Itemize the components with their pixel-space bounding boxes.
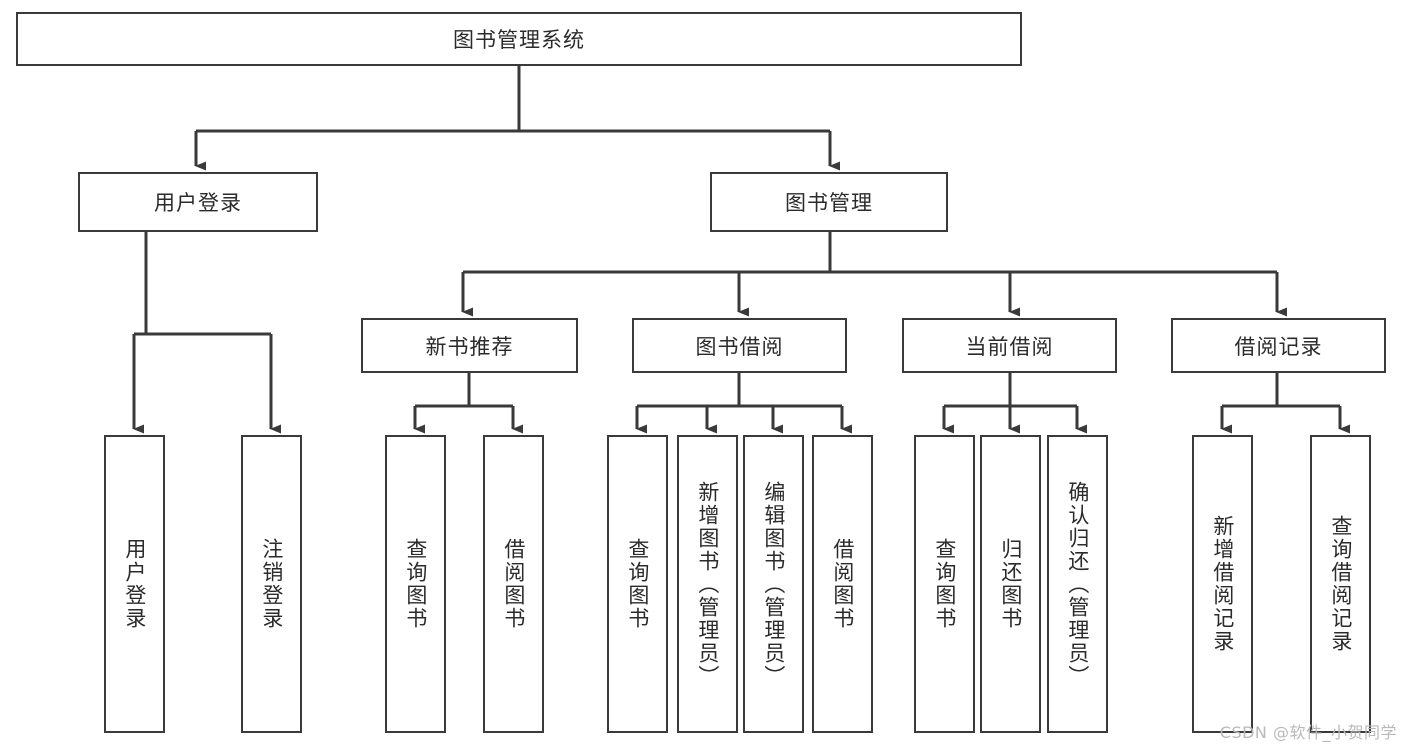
node-leaf-query-book-2-label: 查询图书 <box>625 538 650 630</box>
node-leaf-edit-book-label: 编辑图书（管理员） <box>761 480 786 688</box>
node-borrow-record-label: 借阅记录 <box>1234 334 1323 359</box>
node-leaf-query-book-2[interactable]: 查询图书 <box>607 435 668 733</box>
node-book-manage[interactable]: 图书管理 <box>710 172 948 232</box>
node-leaf-user-login[interactable]: 用户登录 <box>104 435 165 733</box>
node-leaf-query-book-3-label: 查询图书 <box>932 538 957 630</box>
node-leaf-borrow-book-2[interactable]: 借阅图书 <box>812 435 873 733</box>
node-book-borrow-label: 图书借阅 <box>695 334 784 359</box>
watermark: CSDN @软件_小贺同学 <box>1219 723 1397 742</box>
node-user-login-label: 用户登录 <box>154 191 242 215</box>
node-leaf-query-record[interactable]: 查询借阅记录 <box>1310 435 1371 733</box>
node-book-manage-label: 图书管理 <box>785 191 873 215</box>
node-leaf-add-book[interactable]: 新增图书（管理员） <box>677 435 738 733</box>
node-leaf-query-record-label: 查询借阅记录 <box>1328 515 1353 653</box>
node-leaf-return-book-label: 归还图书 <box>998 538 1023 630</box>
node-leaf-add-record[interactable]: 新增借阅记录 <box>1192 435 1253 733</box>
node-new-book-recommend-label: 新书推荐 <box>425 334 514 359</box>
node-leaf-borrow-book-2-label: 借阅图书 <box>830 538 855 630</box>
node-root[interactable]: 图书管理系统 <box>16 12 1022 66</box>
node-book-borrow[interactable]: 图书借阅 <box>632 318 847 373</box>
node-leaf-confirm-return-label: 确认归还（管理员） <box>1065 480 1090 688</box>
node-new-book-recommend[interactable]: 新书推荐 <box>361 318 578 373</box>
node-current-borrow[interactable]: 当前借阅 <box>902 318 1117 373</box>
node-leaf-logout-label: 注销登录 <box>259 538 284 630</box>
node-leaf-add-record-label: 新增借阅记录 <box>1210 515 1235 653</box>
node-current-borrow-label: 当前借阅 <box>965 334 1054 359</box>
node-leaf-query-book-3[interactable]: 查询图书 <box>914 435 975 733</box>
node-leaf-borrow-book-1[interactable]: 借阅图书 <box>483 435 544 733</box>
node-leaf-return-book[interactable]: 归还图书 <box>980 435 1041 733</box>
node-borrow-record[interactable]: 借阅记录 <box>1171 318 1386 373</box>
node-user-login[interactable]: 用户登录 <box>78 172 318 232</box>
node-leaf-query-book-1[interactable]: 查询图书 <box>385 435 446 733</box>
node-leaf-edit-book[interactable]: 编辑图书（管理员） <box>743 435 804 733</box>
node-leaf-logout[interactable]: 注销登录 <box>241 435 302 733</box>
node-leaf-add-book-label: 新增图书（管理员） <box>695 480 720 688</box>
node-leaf-borrow-book-1-label: 借阅图书 <box>501 538 526 630</box>
node-leaf-confirm-return[interactable]: 确认归还（管理员） <box>1047 435 1108 733</box>
node-leaf-user-login-label: 用户登录 <box>122 538 147 630</box>
node-root-label: 图书管理系统 <box>453 28 585 52</box>
node-leaf-query-book-1-label: 查询图书 <box>403 538 428 630</box>
